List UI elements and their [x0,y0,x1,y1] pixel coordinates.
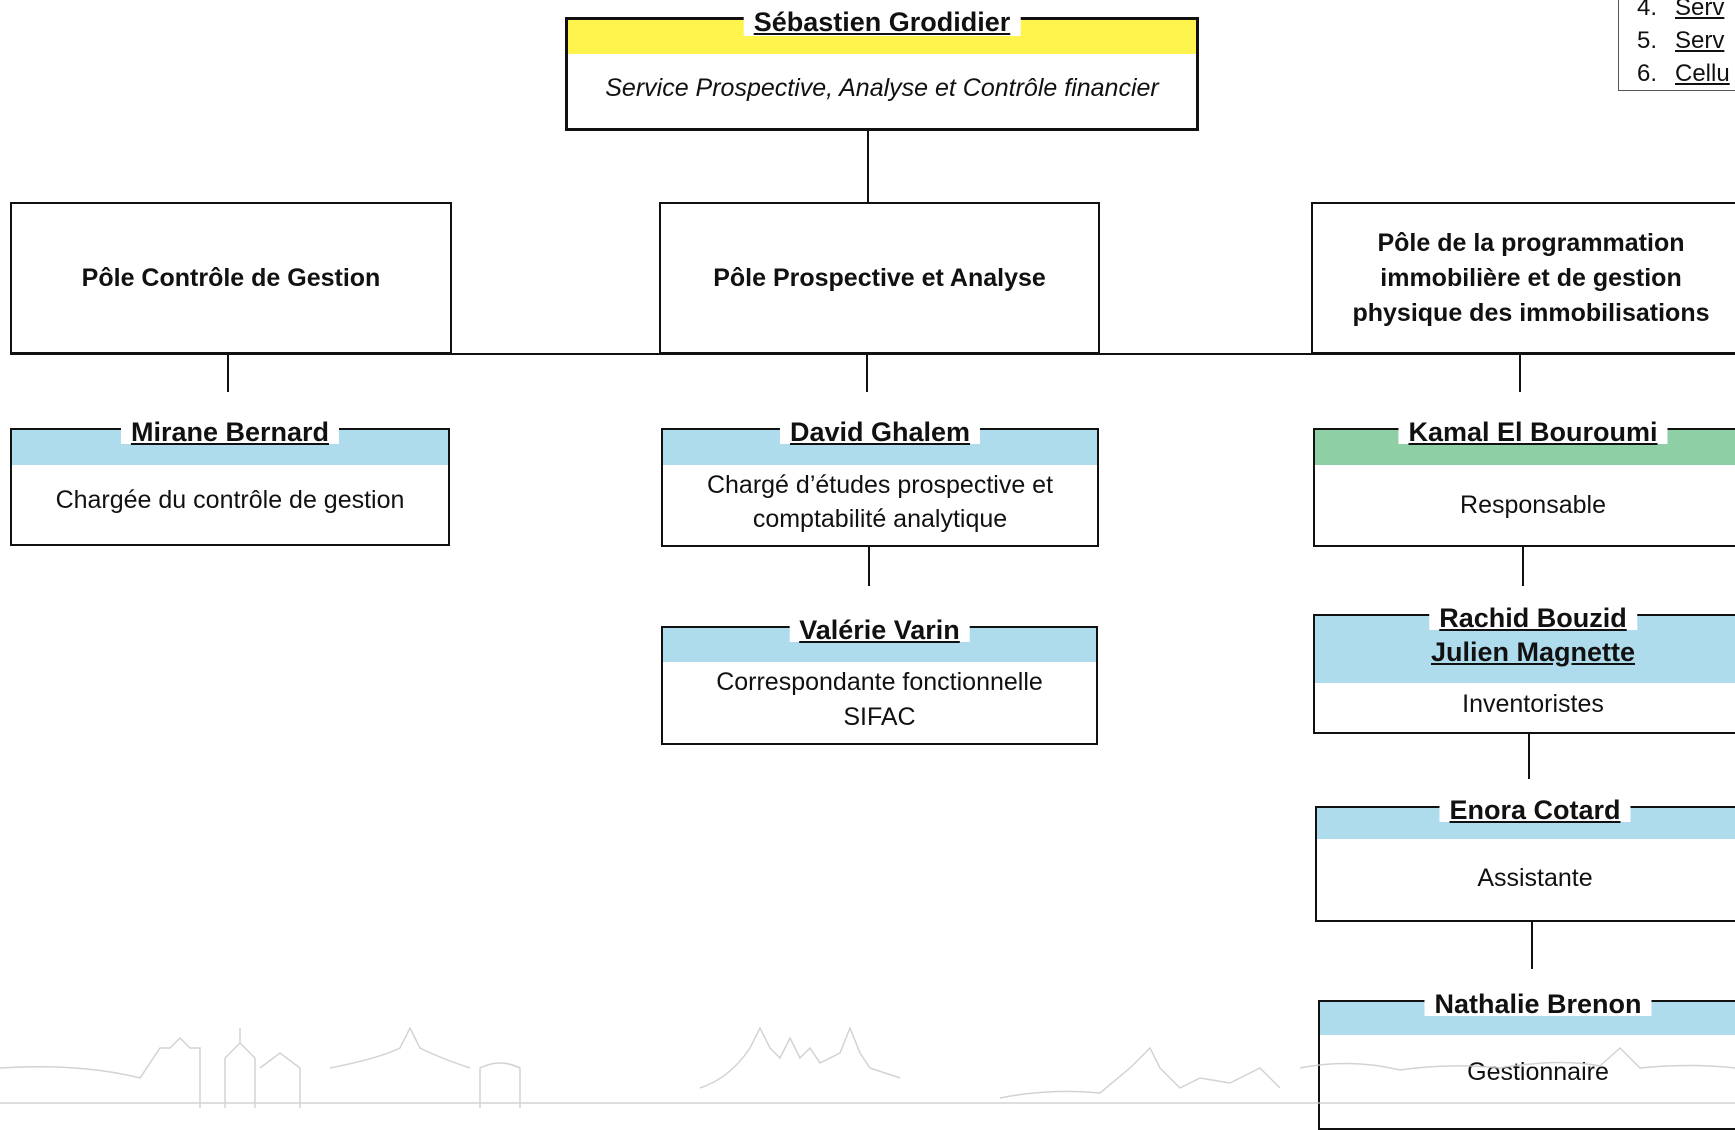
head-name[interactable]: Sébastien Grodidier [743,4,1021,37]
staff-name-line2[interactable]: Julien Magnette [1430,637,1636,667]
connector [1519,354,1521,392]
legend-item[interactable]: 6.Cellu [1637,60,1730,87]
connector [1522,547,1524,586]
head-box: Sébastien Grodidier Service Prospective,… [565,4,1199,131]
staff-card-kamal: Kamal El Bouroumi Responsable [1313,414,1735,547]
staff-card-rachid-julien: Rachid Bouzid Julien Magnette Inventoris… [1313,600,1735,734]
connector [1531,922,1533,969]
staff-role: Assistante [1477,864,1593,892]
connector [867,131,869,203]
staff-name[interactable]: Nathalie Brenon [1424,986,1652,1019]
connector [227,354,229,392]
staff-card-mirane: Mirane Bernard Chargée du contrôle de ge… [10,414,450,546]
legend-item[interactable]: 5.Serv [1637,27,1725,54]
staff-name[interactable]: Mirane Bernard [120,414,340,447]
head-service: Service Prospective, Analyse et Contrôle… [605,74,1159,102]
pole-title: Pôle Prospective et Analyse [713,263,1046,292]
pole-prospective-analyse: Pôle Prospective et Analyse [659,202,1100,354]
connector [10,353,1735,355]
connector [868,547,870,586]
pole-controle-gestion: Pôle Contrôle de Gestion [10,202,452,354]
pole-title: Pôle Contrôle de Gestion [81,263,381,292]
pole-title: Pôle de la programmation immobilière et … [1352,228,1710,327]
staff-role-line1: Correspondante fonctionnelle [716,668,1043,696]
pole-programmation-immobiliere: Pôle de la programmation immobilière et … [1311,202,1735,354]
staff-card-valerie: Valérie Varin Correspondante fonctionnel… [661,612,1098,745]
staff-role: Chargée du contrôle de gestion [55,486,405,514]
staff-role: Responsable [1460,491,1606,519]
legend-item[interactable]: 4.Serv [1637,0,1725,21]
connector [1528,734,1530,779]
staff-name-line1[interactable]: Rachid Bouzid [1429,600,1637,633]
staff-name[interactable]: Enora Cotard [1439,792,1631,825]
staff-role-line2: SIFAC [843,703,916,731]
staff-card-david: David Ghalem Chargé d’études prospective… [661,414,1099,547]
staff-name[interactable]: Valérie Varin [789,612,970,645]
connector [866,354,868,392]
staff-role-line2: comptabilité analytique [752,505,1008,533]
staff-card-enora: Enora Cotard Assistante [1315,792,1735,922]
staff-name[interactable]: David Ghalem [779,414,981,447]
staff-role-line1: Chargé d’études prospective et [706,471,1054,499]
city-skyline-watermark [0,1025,1735,1108]
staff-role: Inventoristes [1462,690,1604,718]
staff-name[interactable]: Kamal El Bouroumi [1398,414,1668,447]
legend-box: 4.Serv 5.Serv 6.Cellu [1618,0,1735,91]
